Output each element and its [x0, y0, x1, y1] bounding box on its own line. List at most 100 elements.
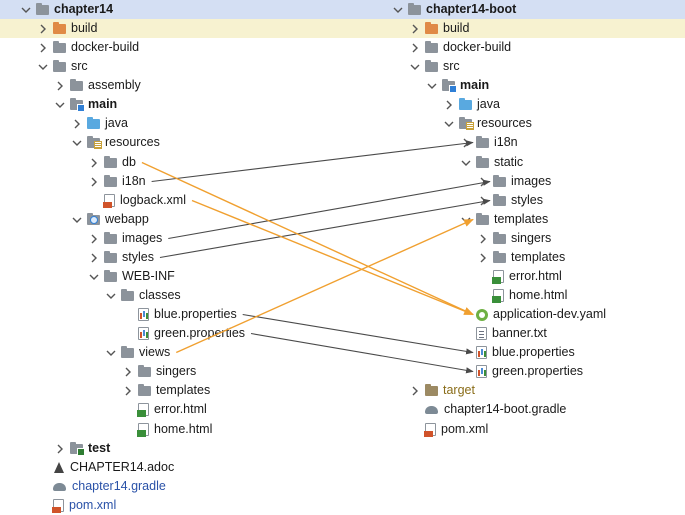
chevron-right-icon[interactable]	[477, 253, 489, 263]
tree-item-src[interactable]: src	[409, 57, 460, 76]
chevron-down-icon[interactable]	[88, 272, 100, 282]
folder-icon	[121, 345, 134, 358]
tree-item-docker-build[interactable]: docker-build	[409, 38, 511, 57]
chevron-right-icon[interactable]	[37, 24, 49, 34]
tree-item-pom[interactable]: pom.xml	[409, 420, 488, 439]
chevron-down-icon[interactable]	[71, 138, 83, 148]
chevron-right-icon[interactable]	[409, 24, 421, 34]
tree-item-templates-sub[interactable]: templates	[477, 248, 565, 267]
tree-item-db[interactable]: db	[88, 153, 136, 172]
tree-item-build[interactable]: build	[37, 19, 97, 38]
module-folder-icon	[442, 78, 457, 93]
folder-icon	[138, 383, 151, 396]
chevron-right-icon[interactable]	[88, 234, 100, 244]
chevron-down-icon[interactable]	[409, 62, 421, 72]
tree-item-label: templates	[156, 383, 211, 397]
tree-item-static[interactable]: static	[460, 153, 523, 172]
tree-item-banner[interactable]: banner.txt	[460, 324, 547, 343]
tree-item-error-html[interactable]: error.html	[477, 267, 562, 286]
chevron-down-icon[interactable]	[37, 62, 49, 72]
tree-item-resources[interactable]: resources	[443, 114, 532, 133]
tree-item-label: main	[460, 78, 490, 92]
tree-item-templates[interactable]: templates	[122, 381, 210, 400]
tree-item-label: static	[494, 155, 524, 169]
chevron-right-icon[interactable]	[88, 158, 100, 168]
tree-item-home-html[interactable]: home.html	[477, 286, 567, 305]
tree-item-home-html[interactable]: home.html	[122, 420, 212, 439]
tree-item-styles[interactable]: styles	[88, 248, 154, 267]
tree-item-blue-props[interactable]: blue.properties	[460, 343, 575, 362]
tree-item-templates[interactable]: templates	[460, 210, 548, 229]
chevron-down-icon[interactable]	[443, 119, 455, 129]
tree-item-resources[interactable]: resources	[71, 133, 160, 152]
chevron-right-icon[interactable]	[54, 444, 66, 454]
chevron-down-icon[interactable]	[426, 81, 438, 91]
folder-icon	[425, 40, 438, 53]
chevron-right-icon[interactable]	[122, 386, 134, 396]
tree-item-singers[interactable]: singers	[477, 229, 551, 248]
tree-item-assembly[interactable]: assembly	[54, 76, 141, 95]
tree-item-error-html[interactable]: error.html	[122, 400, 207, 419]
tree-item-green-props[interactable]: green.properties	[122, 324, 245, 343]
tree-item-pom[interactable]: pom.xml	[37, 496, 116, 515]
tree-item-label: styles	[511, 193, 543, 207]
xml-file-icon	[103, 194, 115, 208]
folder-icon	[104, 269, 117, 282]
tree-item-i18n[interactable]: i18n	[88, 172, 146, 191]
tree-item-docker-build[interactable]: docker-build	[37, 38, 139, 57]
tree-header-bar	[0, 0, 372, 19]
folder-icon	[493, 174, 506, 187]
chevron-right-icon[interactable]	[460, 138, 472, 148]
chevron-down-icon[interactable]	[392, 5, 404, 15]
tree-item-webapp[interactable]: webapp	[71, 210, 149, 229]
chevron-down-icon[interactable]	[105, 348, 117, 358]
tree-item-label: WEB-INF	[122, 269, 175, 283]
tree-item-java[interactable]: java	[71, 114, 128, 133]
chevron-right-icon[interactable]	[54, 81, 66, 91]
chevron-down-icon[interactable]	[20, 5, 32, 15]
chevron-right-icon[interactable]	[71, 119, 83, 129]
chevron-right-icon[interactable]	[477, 177, 489, 187]
chevron-right-icon[interactable]	[88, 253, 100, 263]
tree-item-styles[interactable]: styles	[477, 191, 543, 210]
xml-file-icon	[52, 499, 64, 513]
tree-item-build[interactable]: build	[409, 19, 469, 38]
tree-item-i18n[interactable]: i18n	[460, 133, 518, 152]
chevron-down-icon[interactable]	[71, 215, 83, 225]
chevron-right-icon[interactable]	[122, 367, 134, 377]
chevron-right-icon[interactable]	[477, 196, 489, 206]
chevron-right-icon[interactable]	[409, 386, 421, 396]
tree-item-images[interactable]: images	[477, 172, 551, 191]
chevron-down-icon[interactable]	[460, 158, 472, 168]
tree-item-chapter14-boot[interactable]: chapter14-boot	[392, 0, 516, 19]
tree-item-java[interactable]: java	[443, 95, 500, 114]
tree-item-blue-props[interactable]: blue.properties	[122, 305, 237, 324]
tree-item-classes[interactable]: classes	[105, 286, 181, 305]
tree-item-test[interactable]: test	[54, 439, 110, 458]
tree-item-logback[interactable]: logback.xml	[88, 191, 186, 210]
tree-item-singers[interactable]: singers	[122, 362, 196, 381]
folder-icon	[104, 250, 117, 263]
tree-item-main[interactable]: main	[54, 95, 117, 114]
tree-item-views[interactable]: views	[105, 343, 170, 362]
chevron-right-icon[interactable]	[37, 43, 49, 53]
tree-item-web-inf[interactable]: WEB-INF	[88, 267, 175, 286]
chevron-right-icon[interactable]	[409, 43, 421, 53]
tree-item-label: src	[443, 59, 460, 73]
tree-item-boot-gradle[interactable]: chapter14-boot.gradle	[409, 400, 566, 419]
chevron-down-icon[interactable]	[105, 291, 117, 301]
tree-item-images[interactable]: images	[88, 229, 162, 248]
tree-item-chapter14[interactable]: chapter14	[20, 0, 113, 19]
tree-item-app-dev-yaml[interactable]: application-dev.yaml	[460, 305, 606, 324]
tree-item-gradle[interactable]: chapter14.gradle	[37, 477, 166, 496]
tree-item-adoc[interactable]: CHAPTER14.adoc	[37, 458, 174, 477]
tree-item-main[interactable]: main	[426, 76, 489, 95]
chevron-down-icon[interactable]	[460, 215, 472, 225]
chevron-down-icon[interactable]	[54, 100, 66, 110]
chevron-right-icon[interactable]	[443, 100, 455, 110]
tree-item-green-props[interactable]: green.properties	[460, 362, 583, 381]
tree-item-src[interactable]: src	[37, 57, 88, 76]
tree-item-target[interactable]: target	[409, 381, 475, 400]
chevron-right-icon[interactable]	[477, 234, 489, 244]
chevron-right-icon[interactable]	[88, 177, 100, 187]
